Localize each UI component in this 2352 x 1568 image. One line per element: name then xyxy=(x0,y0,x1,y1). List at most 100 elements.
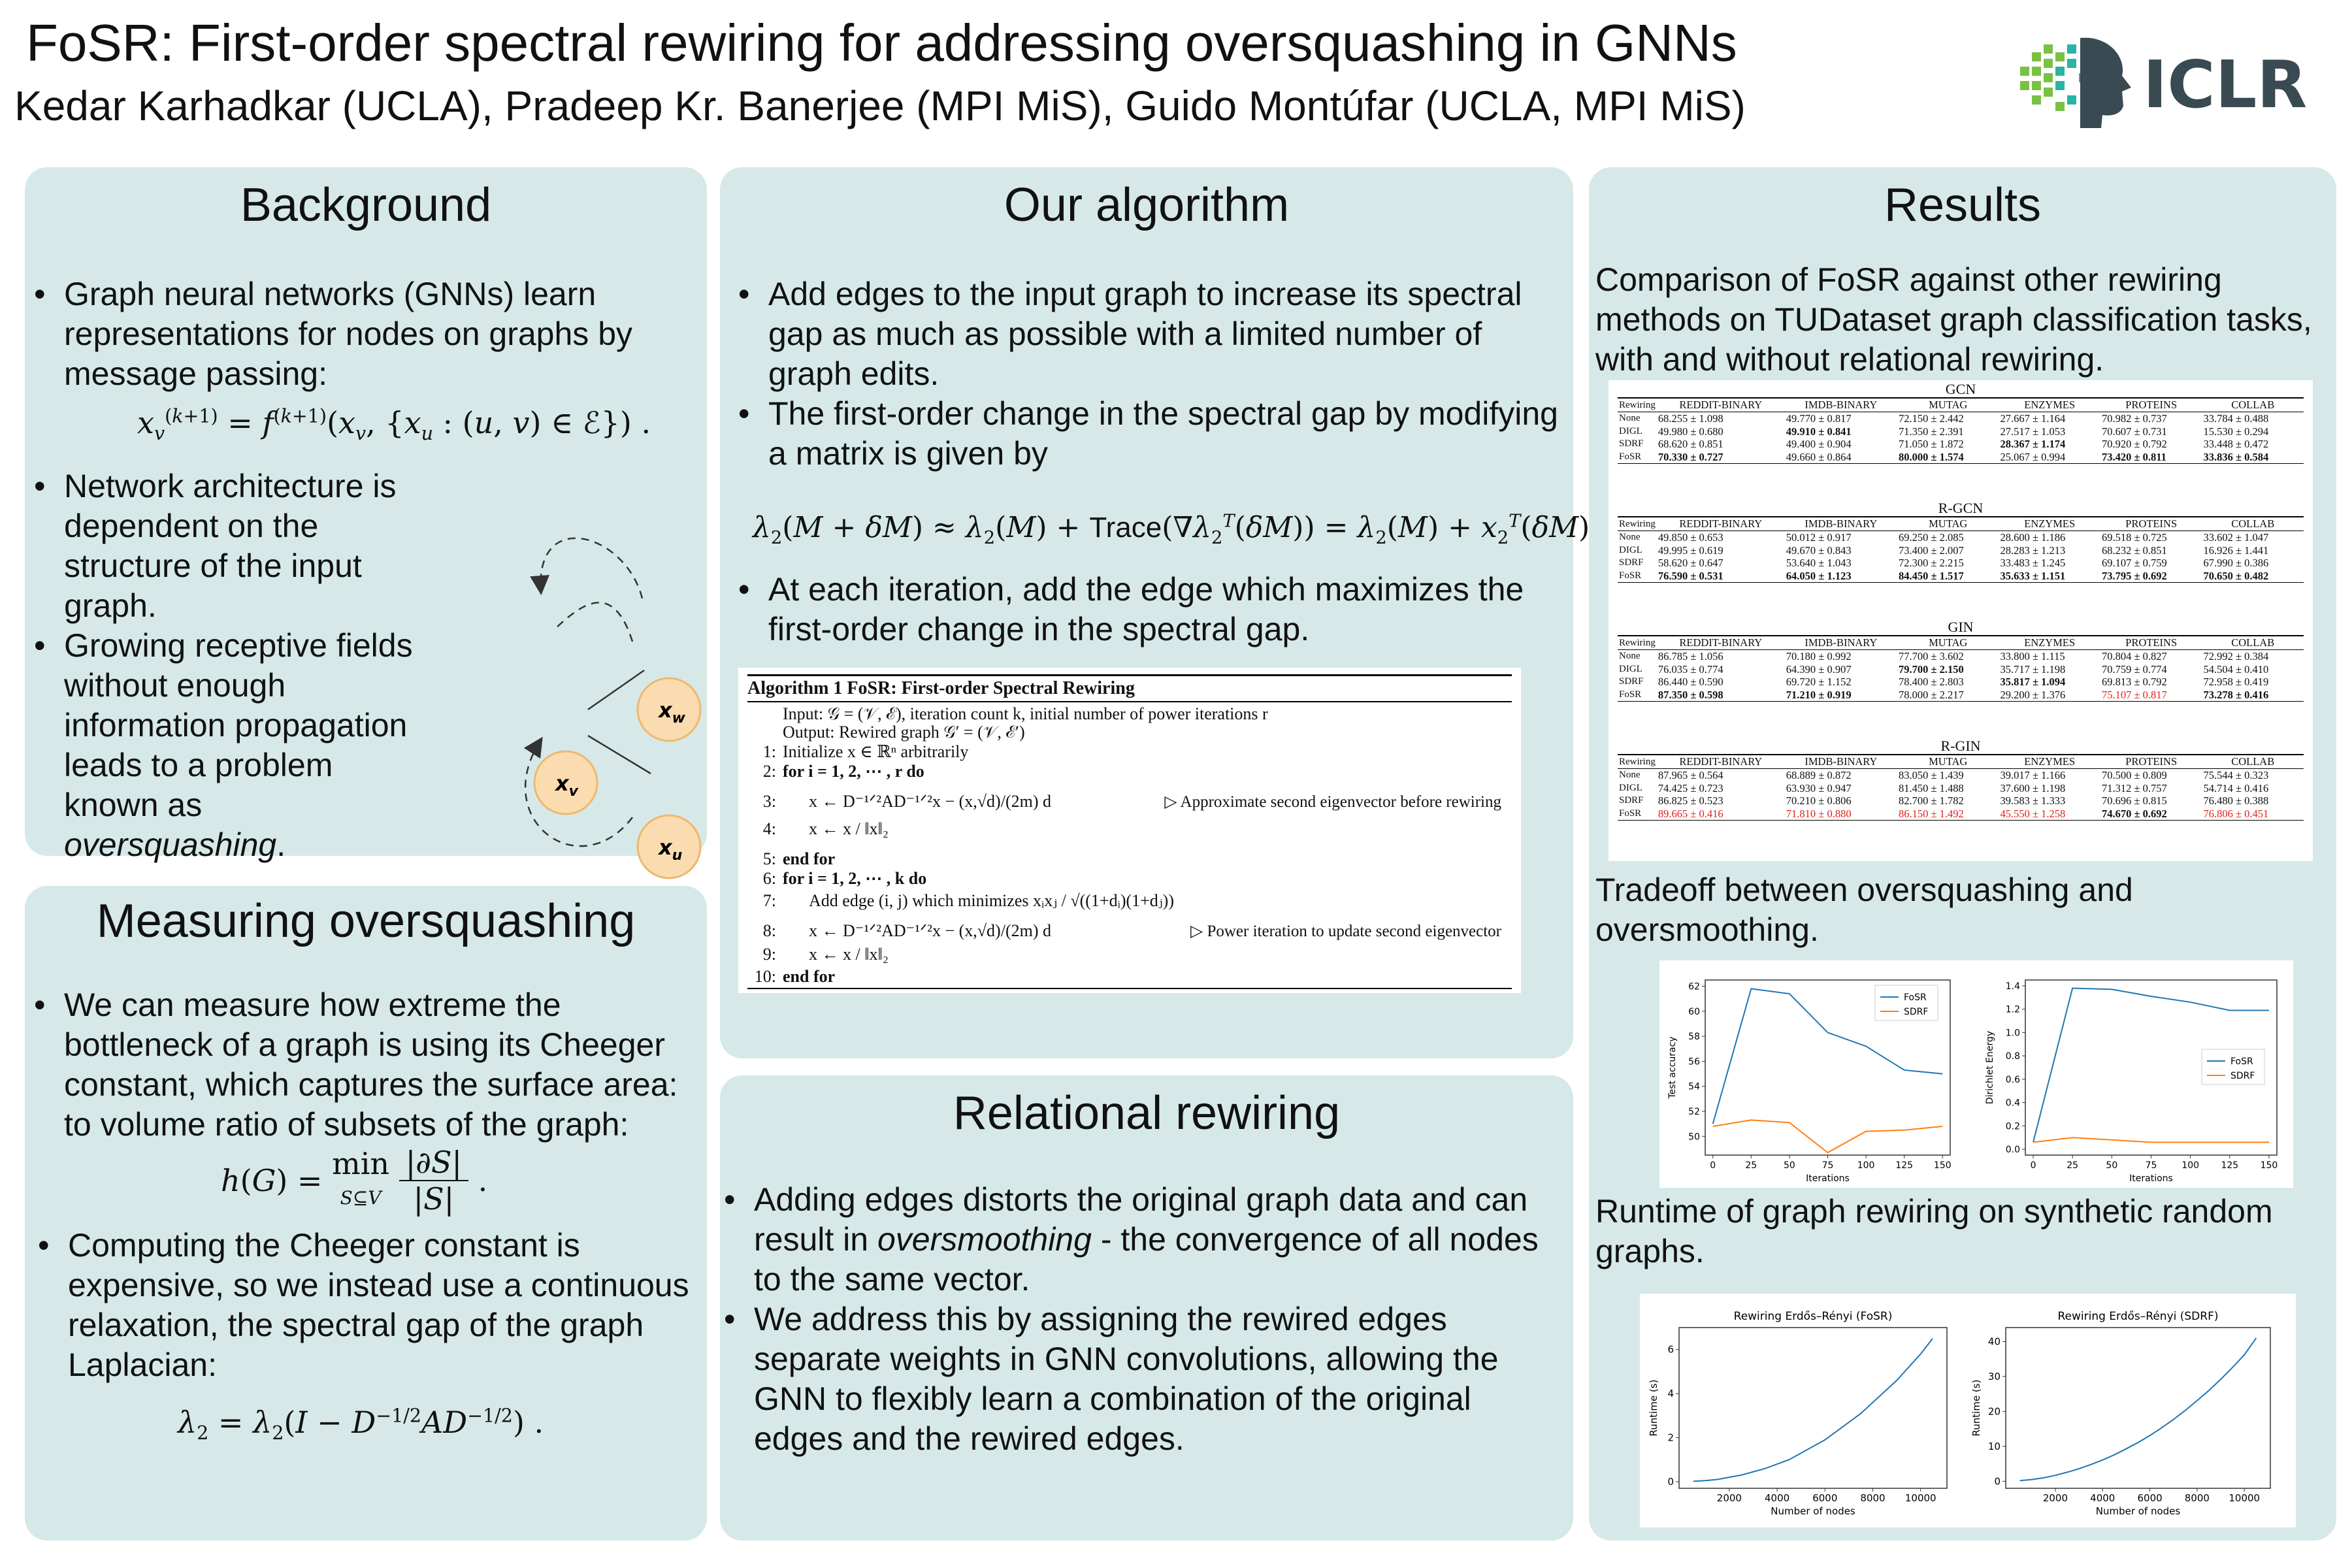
series-line-sdrf xyxy=(1712,1119,1943,1154)
table-method-cell: FoSR xyxy=(1618,807,1657,821)
y-tick-label: 1.2 xyxy=(2006,1005,2020,1015)
y-tick-label: 52 xyxy=(1688,1107,1700,1117)
table-value-cell: 49.850 ± 0.653 xyxy=(1658,531,1723,544)
algorithm-bullet-iteration: At each iteration, add the edge which ma… xyxy=(734,570,1564,649)
table-value-cell: 68.889 ± 0.872 xyxy=(1786,769,1852,781)
relational-bullet-weights: We address this by assigning the rewired… xyxy=(720,1299,1563,1459)
y-tick-label: 56 xyxy=(1688,1056,1700,1067)
edge-w-v-dashed xyxy=(553,602,634,642)
x-tick-label: 25 xyxy=(2066,1160,2078,1171)
x-tick-label: 2000 xyxy=(2043,1492,2068,1504)
y-tick-label: 10 xyxy=(1988,1441,2001,1452)
table-header-cell: ENZYMES xyxy=(1999,517,2100,531)
y-tick-label: 54 xyxy=(1688,1082,1700,1092)
table-value-cell: 49.995 ± 0.619 xyxy=(1658,544,1723,557)
y-axis-label: Runtime (s) xyxy=(1648,1380,1659,1437)
table-value-cell: 73.795 ± 0.692 xyxy=(2100,569,2202,583)
y-tick-label: 1.0 xyxy=(2006,1028,2020,1038)
table-value-cell: 76.590 ± 0.531 xyxy=(1656,569,1785,583)
table-method-cell: DIGL xyxy=(1619,663,1642,674)
x-tick-label: 6000 xyxy=(2137,1492,2162,1504)
y-tick-label: 0.0 xyxy=(2006,1145,2020,1155)
table-header-cell: PROTEINS xyxy=(2100,398,2202,412)
y-tick-label: 30 xyxy=(1988,1371,2001,1382)
algorithm-bullet-add-edges: Add edges to the input graph to increase… xyxy=(734,274,1564,394)
table-value-cell: 73.400 ± 2.007 xyxy=(1898,544,1964,557)
algorithm-input: Input: 𝒢 = (𝒱, ℰ), iteration count k, in… xyxy=(783,704,1268,723)
table-header-cell: REDDIT-BINARY xyxy=(1656,517,1785,531)
table-value-cell: 70.607 ± 0.731 xyxy=(2101,425,2167,438)
x-tick-label: 2000 xyxy=(1717,1492,1742,1504)
algorithm-line: 4:x ← x / ‖x‖₂ xyxy=(762,819,889,838)
table-header-cell: IMDB-BINARY xyxy=(1784,398,1897,412)
node-v xyxy=(533,750,598,815)
table-method-cell: None xyxy=(1619,651,1641,661)
table-header-cell: Rewiring xyxy=(1618,517,1657,531)
table-value-cell: 49.980 ± 0.680 xyxy=(1658,425,1723,438)
table-method-cell: DIGL xyxy=(1619,544,1642,555)
results-table-caption: GIN xyxy=(1948,619,1974,635)
table-value-cell: 53.640 ± 1.043 xyxy=(1786,557,1852,569)
table-value-cell: 54.714 ± 0.416 xyxy=(2203,781,2269,794)
svg-text:xv: xv xyxy=(554,771,579,800)
runtime-caption: Runtime of graph rewiring on synthetic r… xyxy=(1595,1193,2273,1269)
y-axis-label: Dirichlet Energy xyxy=(1985,1031,1995,1104)
algorithm-line: 9:x ← x / ‖x‖₂ xyxy=(762,945,889,964)
y-tick-label: 6 xyxy=(1667,1344,1674,1356)
table-value-cell: 71.312 ± 0.757 xyxy=(2101,781,2167,794)
table-header-cell: MUTAG xyxy=(1897,517,1999,531)
table-value-cell: 71.350 ± 2.391 xyxy=(1898,425,1964,438)
table-value-cell: 49.660 ± 0.864 xyxy=(1784,450,1897,464)
y-tick-label: 40 xyxy=(1988,1335,2001,1347)
table-header-cell: Rewiring xyxy=(1618,636,1657,650)
table-value-cell: 69.250 ± 2.085 xyxy=(1898,531,1964,544)
table-header-cell: ENZYMES xyxy=(1999,398,2100,412)
table-value-cell: 69.518 ± 0.725 xyxy=(2101,531,2167,544)
table-value-cell: 89.665 ± 0.416 xyxy=(1656,807,1785,821)
algorithm-line: 10:end for xyxy=(754,967,836,986)
table-value-cell: 71.810 ± 0.880 xyxy=(1784,807,1897,821)
table-value-cell: 84.450 ± 1.517 xyxy=(1897,569,1999,583)
table-value-cell: 70.500 ± 0.809 xyxy=(2101,769,2167,781)
table-value-cell: 70.696 ± 0.815 xyxy=(2101,794,2167,807)
x-tick-label: 25 xyxy=(1745,1160,1757,1171)
y-tick-label: 20 xyxy=(1988,1405,2001,1417)
table-value-cell: 33.448 ± 0.472 xyxy=(2203,438,2269,450)
algorithm-line: 5:end for xyxy=(762,849,836,868)
table-value-cell: 15.530 ± 0.294 xyxy=(2203,425,2269,438)
table-value-cell: 29.200 ± 1.376 xyxy=(1999,688,2100,702)
y-tick-label: 0.2 xyxy=(2006,1121,2020,1132)
table-value-cell: 16.926 ± 1.441 xyxy=(2203,544,2269,557)
algorithm-line: 1:Initialize x ∈ ℝⁿ arbitrarily xyxy=(762,742,969,761)
edge-v-w xyxy=(587,669,645,711)
table-header-cell: COLLAB xyxy=(2202,755,2304,769)
iclr-logo: ICLR xyxy=(2012,33,2352,131)
table-header-cell: MUTAG xyxy=(1897,755,1999,769)
first-order-equation: λ2(M + δM) ≈ λ2(M) + Trace(∇λ2T(δM)) = λ… xyxy=(753,511,1635,548)
table-value-cell: 35.717 ± 1.198 xyxy=(2000,662,2066,676)
x-tick-label: 125 xyxy=(1895,1160,1913,1171)
algorithm-line: 7:Add edge (i, j) which minimizes xᵢxⱼ /… xyxy=(762,891,1174,910)
algorithm-line: 6:for i = 1, 2, ⋯ , k do xyxy=(762,869,927,888)
table-header-cell: ENZYMES xyxy=(1999,636,2100,650)
table-value-cell: 86.440 ± 0.590 xyxy=(1658,676,1723,688)
iclr-logo-graphic: ICLR xyxy=(2020,37,2307,128)
spectral-gap-equation: λ2 = λ2(I − D−1/2AD−1/2) . xyxy=(178,1405,544,1445)
x-tick-label: 8000 xyxy=(2185,1492,2210,1504)
table-header-cell: PROTEINS xyxy=(2100,517,2202,531)
